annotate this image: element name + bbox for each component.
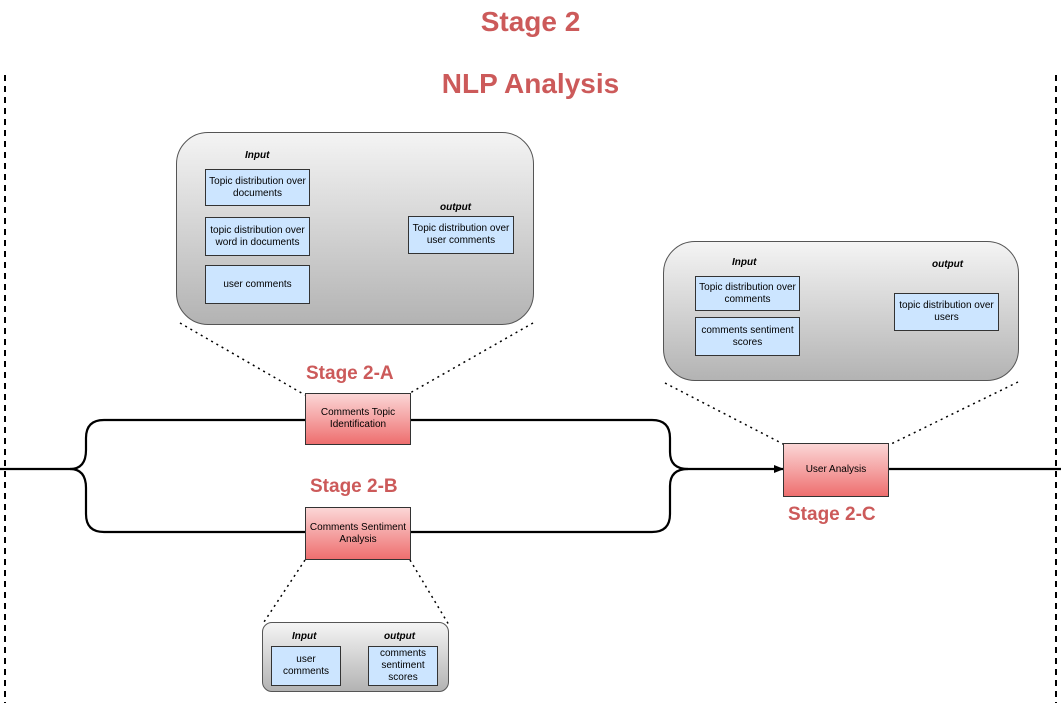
stage-title: Stage 2: [480, 6, 581, 37]
stage-c-input-label: Input: [732, 257, 757, 268]
stage-c-input-box: comments sentiment scores: [695, 317, 800, 356]
stage-a-output-box: Topic distribution over user comments: [408, 216, 514, 254]
comments-topic-identification-box: Comments Topic Identification: [305, 393, 411, 445]
comments-sentiment-analysis-box: Comments Sentiment Analysis: [305, 507, 411, 560]
zoom-lines: [179, 322, 1019, 626]
stage-c-output-label: output: [932, 259, 964, 270]
user-analysis-box: User Analysis: [783, 443, 889, 497]
stage-c-input-box: Topic distribution over comments: [695, 276, 800, 311]
stage-b-output-label: output: [384, 631, 416, 642]
stage-b-input-box: user comments: [271, 646, 341, 686]
stage-a-input-label: Input: [245, 150, 270, 161]
page-subtitle: NLP Analysis: [441, 68, 620, 99]
stage-c-output-box: topic distribution over users: [894, 293, 999, 331]
stage-2c-label: Stage 2-C: [788, 504, 876, 525]
main-flow-lines: [0, 418, 1061, 534]
stage-b-input-label: Input: [292, 631, 317, 642]
stage-2a-label: Stage 2-A: [306, 363, 394, 384]
stage-a-output-label: output: [440, 202, 472, 213]
stage-a-input-box: user comments: [205, 265, 310, 304]
stage-a-input-box: topic distribution over word in document…: [205, 217, 310, 256]
stage-a-input-box: Topic distribution over documents: [205, 169, 310, 206]
stage-2b-label: Stage 2-B: [310, 476, 398, 497]
stage-b-output-box: comments sentiment scores: [368, 646, 438, 686]
